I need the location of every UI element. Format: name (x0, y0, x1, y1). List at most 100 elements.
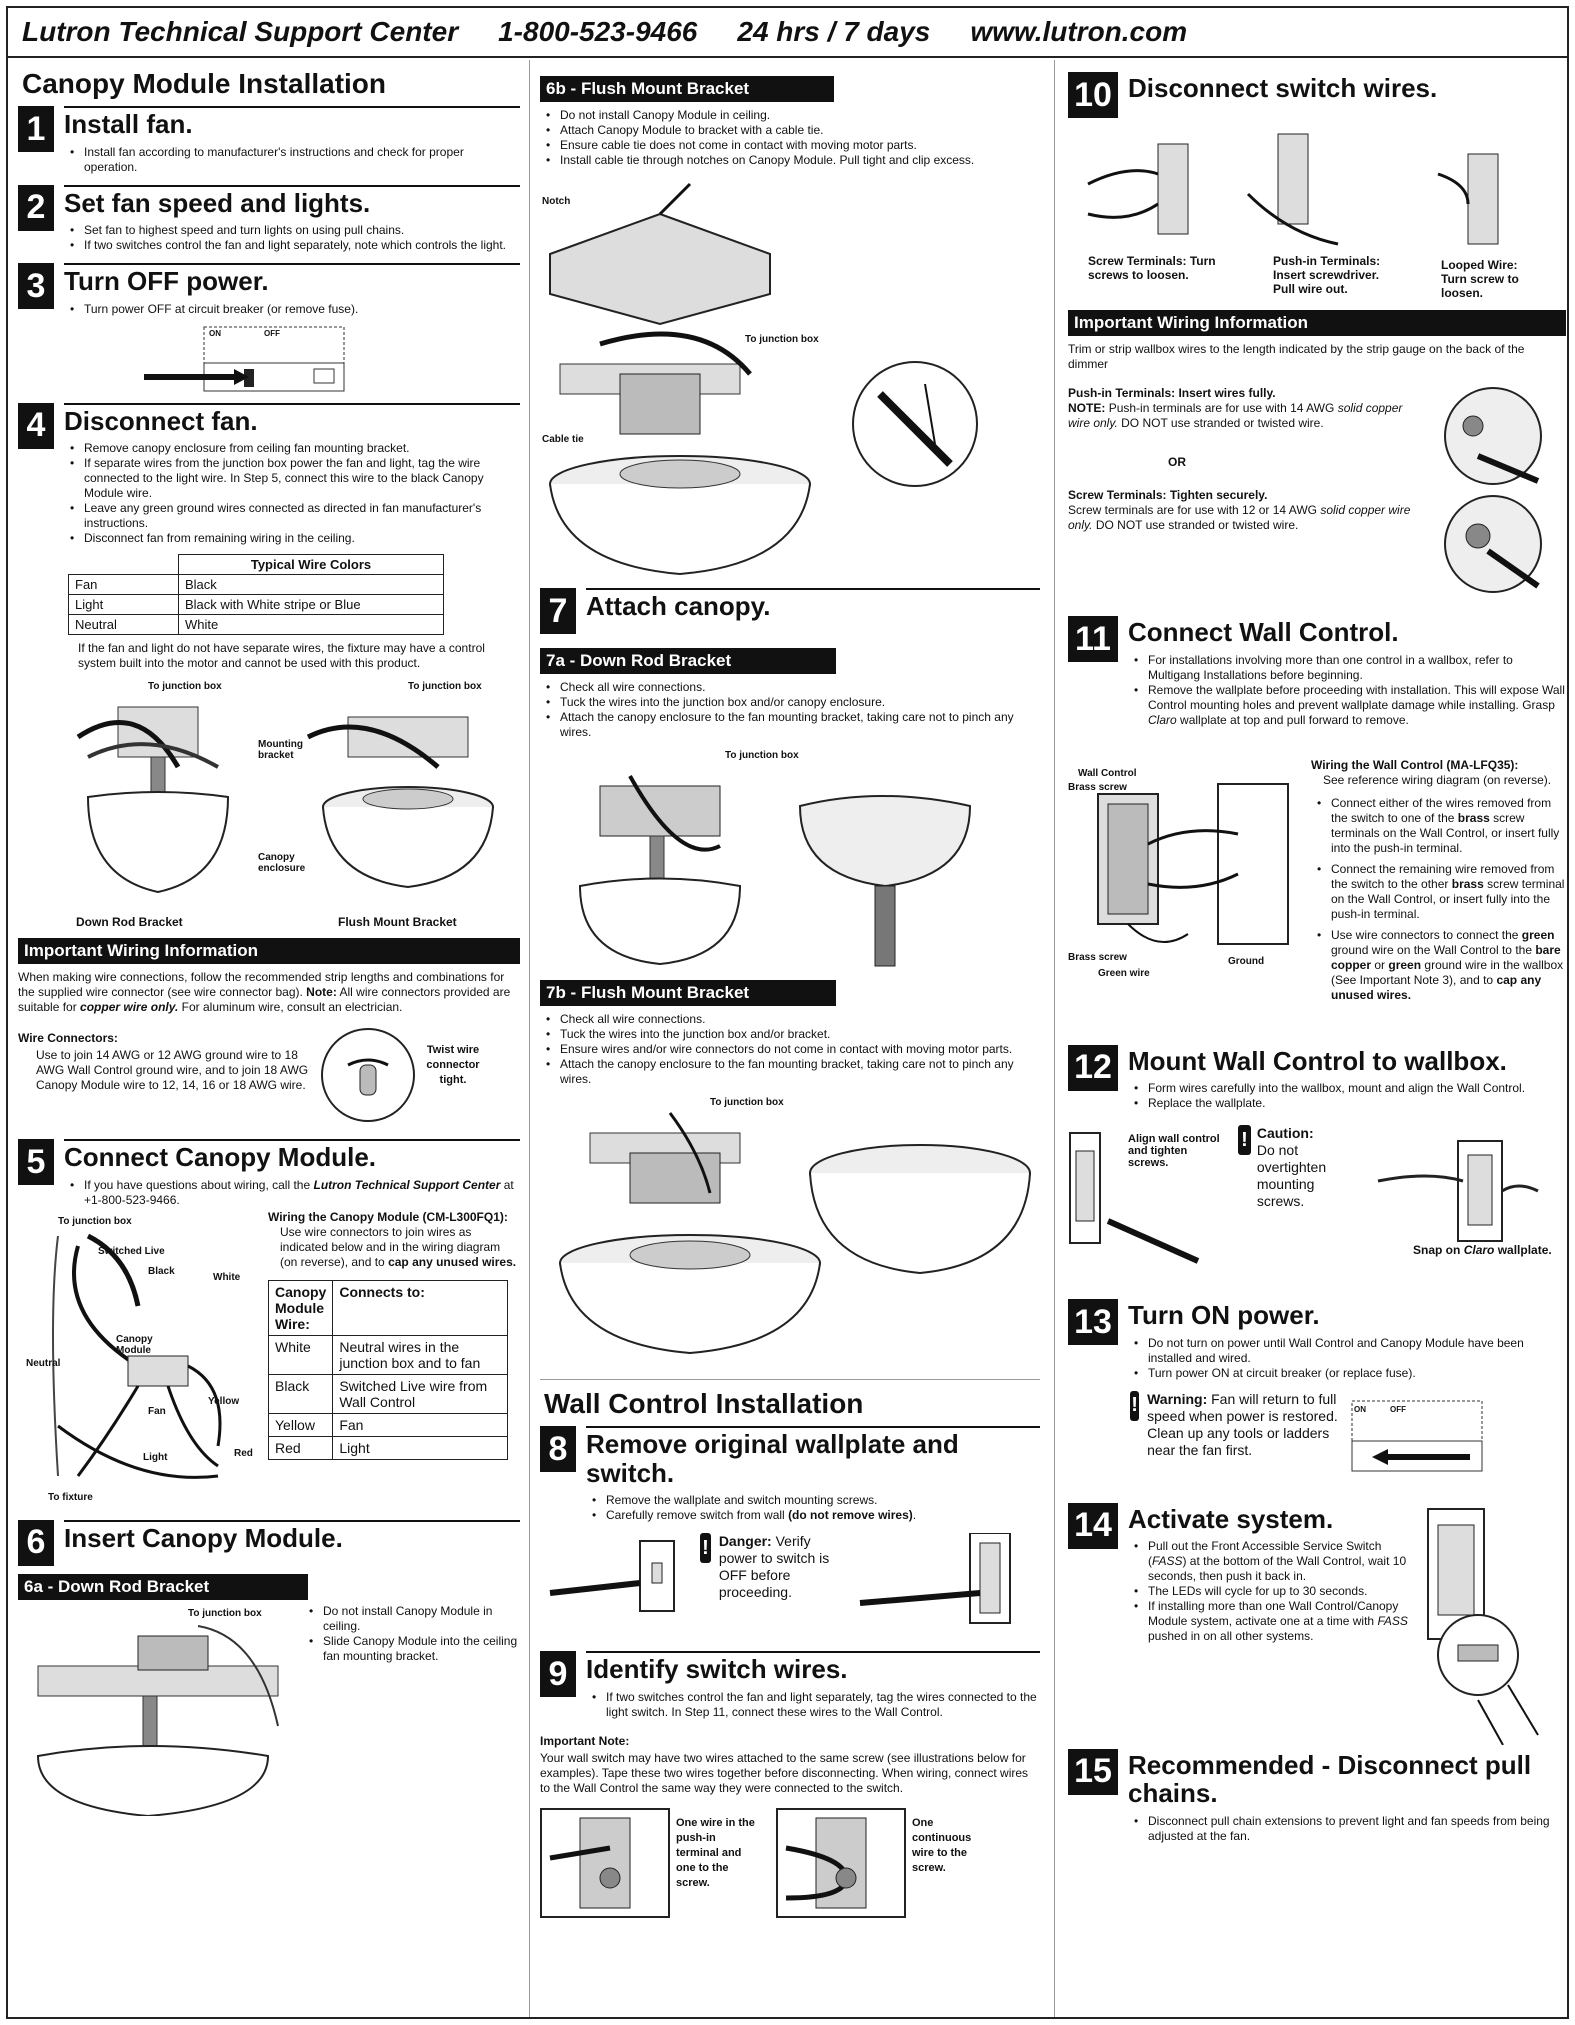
step-number: 15 (1068, 1748, 1118, 1795)
w2-c: screw terminal on the Wall Control, or i… (1331, 876, 1565, 921)
table-cell: Neutral wires in the junction box and to… (332, 1334, 508, 1375)
breaker-on-label: ON (1354, 1404, 1366, 1414)
table-cell: Black with White stripe or Blue (178, 594, 444, 616)
step-item: Connect either of the wires removed from… (1317, 796, 1566, 856)
push-in-title: Push-in Terminals: Insert wires fully. (1068, 386, 1276, 400)
step-item: Attach the canopy enclosure to the fan m… (546, 710, 1040, 740)
step5-item-c: at +1-800-523-9466. (84, 1177, 514, 1207)
step-item: Tuck the wires into the junction box and… (546, 1027, 1040, 1042)
danger-text: Verify power to switch is OFF before pro… (718, 1533, 830, 1601)
step-number: 12 (1068, 1044, 1118, 1091)
label-white: White (213, 1271, 241, 1283)
section-title-wall-control: Wall Control Installation (544, 1388, 864, 1419)
table-header: Typical Wire Colors (178, 554, 444, 576)
bar-6a: 6a - Down Rod Bracket (18, 1573, 308, 1600)
step-item: Replace the wallplate. (1134, 1096, 1566, 1111)
caption-junction-box: To junction box (188, 1607, 262, 1619)
step6-content: To junction box Do not install Canopy Mo… (18, 1600, 520, 1816)
caption-junction-box: To junction box (148, 681, 222, 693)
push-in-text-c: DO NOT use stranded or twisted wire. (1121, 416, 1324, 430)
i3-c: pushed in on all other systems. (1148, 1629, 1314, 1644)
step-item: Connect the remaining wire removed from … (1317, 862, 1566, 922)
disconnect-switch-illustration: Screw Terminals: Turn screws to loosen. … (1068, 124, 1566, 304)
warning-label: Warning: (1147, 1390, 1208, 1407)
label-green-wire: Green wire (1098, 967, 1150, 979)
step-title: Disconnect switch wires. (1128, 73, 1438, 103)
w1-c: screw terminals on the Wall Control, or … (1331, 810, 1560, 855)
step-item: Use wire connectors to connect the green… (1317, 928, 1566, 1003)
screw-text-c: DO NOT use stranded or twisted wire. (1095, 518, 1299, 532)
wall-control-wiring-illustration: Wall Control Brass screw Brass screw Gre… (1068, 764, 1303, 984)
step-10: 10 Disconnect switch wires. (1068, 72, 1566, 118)
table-cell: Light (332, 1435, 508, 1460)
step11-item-b: Claro (1148, 712, 1177, 727)
w2-a: Connect the remaining wire removed from … (1331, 861, 1555, 891)
table-cell: Neutral (68, 614, 179, 636)
step-item: Ensure wires and/or wire connectors do n… (546, 1042, 1040, 1057)
bar-6b: 6b - Flush Mount Bracket (540, 76, 834, 102)
step8-figures: ! Danger: Verify power to switch is OFF … (540, 1533, 1040, 1643)
breaker-on-label: ON (209, 328, 221, 338)
header-phone: 1-800-523-9466 (498, 16, 698, 47)
important-note-title: Important Note: (540, 1733, 630, 1748)
down-rod-insert-illustration: To junction box (18, 1606, 303, 1816)
step-title: Turn ON power. (1128, 1300, 1320, 1331)
step4-note: If the fan and light do not have separat… (78, 641, 485, 671)
step-item: For installations involving more than on… (1134, 653, 1566, 683)
i3-b: FASS (1377, 1614, 1408, 1629)
step-item: Do not install Canopy Module in ceiling. (546, 108, 1040, 123)
breaker-off-label: OFF (264, 328, 280, 338)
column-canopy-install: Canopy Module Installation 1 Install fan… (18, 60, 520, 2017)
label-wall-control: Wall Control (1078, 767, 1137, 779)
header-web[interactable]: www.lutron.com (970, 16, 1188, 47)
label-to-fixture: To fixture (48, 1491, 93, 1503)
w3-h: cap any unused wires. (1331, 972, 1542, 1002)
table-cell: Fan (68, 574, 179, 596)
remove-switch-illustration (859, 1533, 1011, 1625)
step-item: Leave any green ground wires connected a… (70, 501, 520, 531)
bar-7a: 7a - Down Rod Bracket (540, 648, 836, 674)
step-item: Remove the wallplate and switch mounting… (592, 1493, 1040, 1508)
wiring-text: When making wire connections, follow the… (18, 970, 520, 1015)
table-cell: Light (68, 594, 179, 616)
step-number: 1 (18, 106, 54, 152)
label-brass-screw: Brass screw (1068, 781, 1127, 793)
step-item: Attach the canopy enclosure to the fan m… (546, 1057, 1040, 1087)
caption-looped-wire: Looped Wire: Turn screw to loosen. (1441, 258, 1519, 300)
danger-icon: ! (700, 1533, 711, 1564)
step8-item-c: . (912, 1508, 917, 1523)
breaker-illustration: ON OFF (64, 323, 520, 395)
wiring-text-b: All wire connectors provided are suitabl… (18, 985, 511, 1015)
step-title: Mount Wall Control to wallbox. (1128, 1045, 1507, 1076)
step-item: Check all wire connections. (546, 1012, 1040, 1027)
i1-a: Pull out the Front Accessible Service Sw… (1148, 1539, 1382, 1569)
w3-e: or (1374, 957, 1386, 972)
w1-a: Connect either of the wires removed from… (1331, 795, 1552, 825)
table-cell: Red (267, 1435, 334, 1460)
important-wiring-bar: Important Wiring Information (18, 938, 520, 965)
bar-7b: 7b - Flush Mount Bracket (540, 980, 836, 1006)
snap-c: wallplate. (1497, 1243, 1552, 1258)
label-yellow: Yellow (208, 1395, 240, 1407)
step-12: 12 Mount Wall Control to wallbox. Form w… (1068, 1044, 1566, 1111)
step-5: 5 Connect Canopy Module. If you have que… (18, 1139, 520, 1208)
caption-junction-box: To junction box (710, 1097, 784, 1108)
w3-g: ground wire in the wallbox (See Importan… (1331, 957, 1564, 987)
step-title: Connect Canopy Module. (64, 1142, 376, 1173)
step-item: Check all wire connections. (546, 680, 1040, 695)
label-canopy-module: Canopy Module (116, 1333, 153, 1356)
step9-figures: One wire in the push-in terminal and one… (540, 1807, 1040, 1918)
step-item: Remove canopy enclosure from ceiling fan… (70, 441, 520, 456)
table-header: Canopy Module Wire: (267, 1279, 334, 1336)
twist-connector-illustration (321, 1028, 415, 1123)
push-in-text: NOTE: Push-in terminals are for use with… (1068, 401, 1418, 431)
caption-screw-terminals: Screw Terminals: Turn screws to loosen. (1088, 254, 1216, 282)
push-in-text-a: Push-in terminals are for use with 14 AW… (1108, 401, 1335, 415)
step-title: Identify switch wires. (586, 1654, 848, 1685)
table-cell: Black (267, 1373, 334, 1414)
caption-mounting-bracket: Mounting bracket (258, 739, 303, 762)
step-number: 14 (1068, 1502, 1118, 1549)
step-title: Recommended - Disconnect pull chains. (1128, 1749, 1532, 1809)
step-item: Remove the wallplate before proceeding w… (1134, 683, 1566, 728)
step-7: 7 Attach canopy. (540, 588, 1040, 634)
